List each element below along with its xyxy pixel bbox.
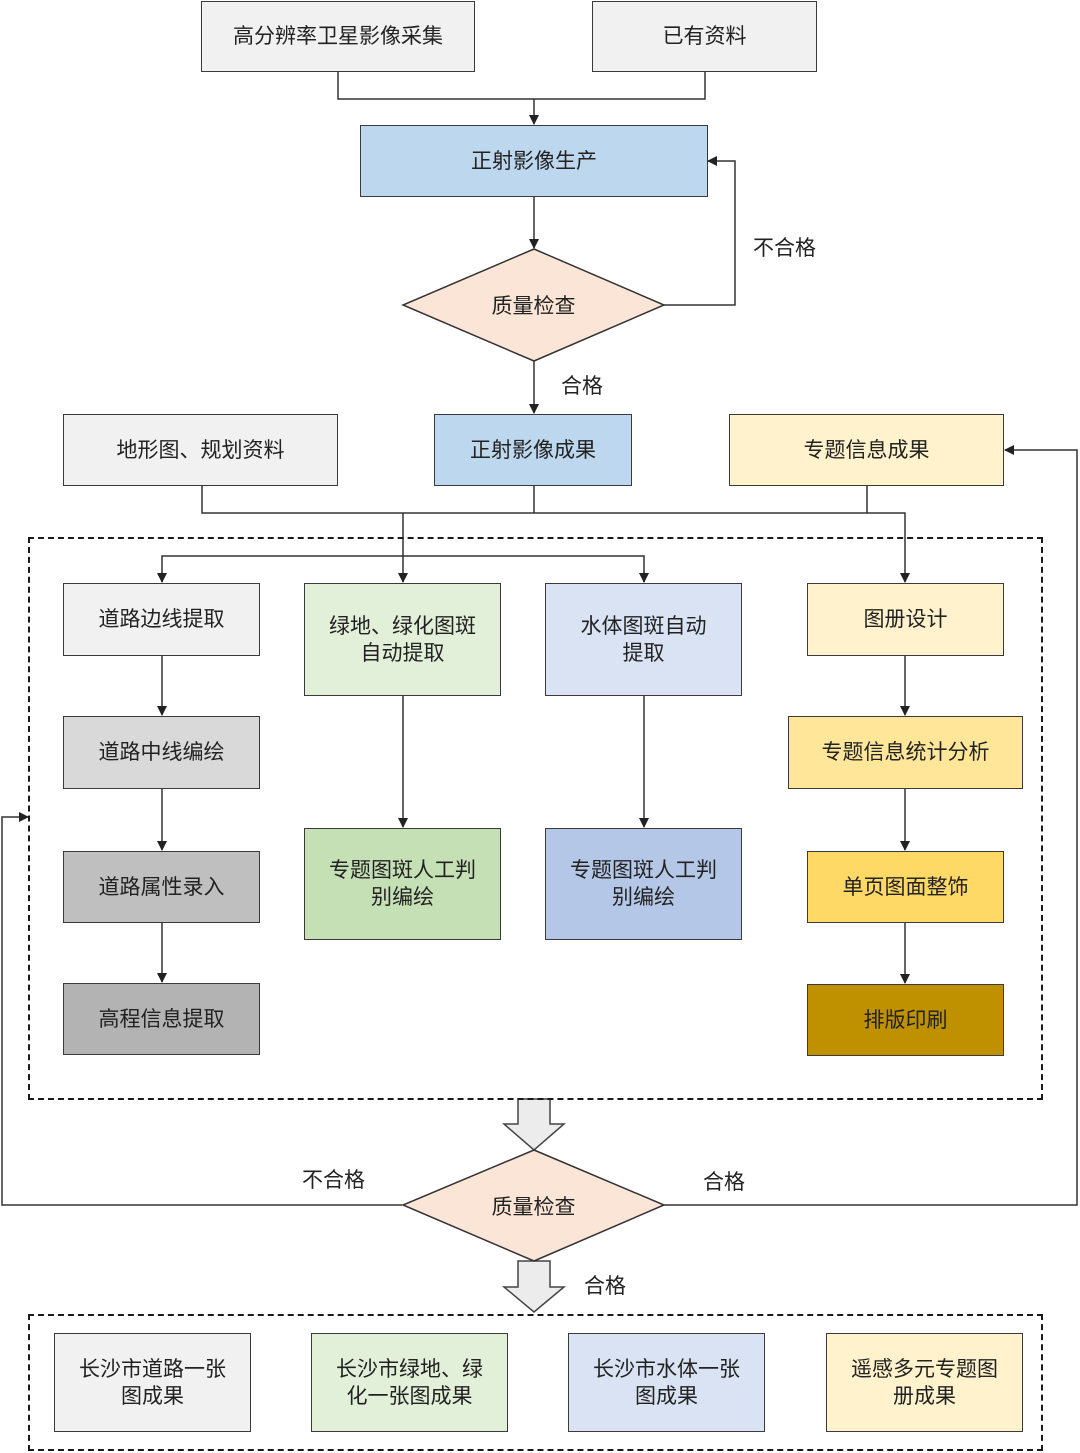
- output-green-box: 长沙市绿地、绿化一张图成果: [311, 1333, 508, 1432]
- fail-label-2: 不合格: [302, 1168, 365, 1192]
- output-water-box: 长沙市水体一张图成果: [568, 1333, 765, 1432]
- water-manual-box: 专题图斑人工判别编绘: [545, 828, 742, 940]
- road-attribute-box: 道路属性录入: [63, 851, 260, 923]
- atlas-analysis-box: 专题信息统计分析: [788, 716, 1023, 789]
- water-auto-box: 水体图斑自动提取: [545, 583, 742, 696]
- atlas-print-box: 排版印刷: [807, 984, 1004, 1056]
- green-manual-box: 专题图斑人工判别编绘: [304, 828, 501, 940]
- processing-group-border: [28, 537, 1043, 1100]
- road-edge-box: 道路边线提取: [63, 583, 260, 656]
- input-satellite-box: 高分辨率卫星影像采集: [201, 1, 475, 72]
- connector-qc2-pass-loop: [664, 445, 1078, 1206]
- atlas-design-box: 图册设计: [807, 583, 1004, 656]
- block-arrow-to-outputs: [501, 1260, 567, 1313]
- input-existing-box: 已有资料: [592, 1, 817, 72]
- output-road-box: 长沙市道路一张图成果: [54, 1333, 251, 1432]
- connector-inputs-merge: [337, 72, 706, 100]
- thematic-result-box: 专题信息成果: [729, 414, 1004, 486]
- connector-branch-bar: [161, 555, 645, 582]
- outputs-group-border: [28, 1314, 1043, 1451]
- output-atlas-box: 遥感多元专题图册成果: [826, 1333, 1023, 1432]
- ortho-production-box: 正射影像生产: [360, 125, 708, 197]
- pass-label-2: 合格: [703, 1170, 745, 1194]
- quality-check-2-label: 质量检查: [491, 1194, 576, 1219]
- quality-check-1-label: 质量检查: [491, 294, 576, 318]
- green-auto-box: 绿地、绿化图斑自动提取: [304, 583, 501, 696]
- connector-qc1-fail-loop: [664, 156, 736, 306]
- road-elevation-box: 高程信息提取: [63, 983, 260, 1055]
- connector-to-atlas-design: [867, 512, 910, 583]
- pass-label-3: 合格: [584, 1274, 626, 1298]
- road-centerline-box: 道路中线编绘: [63, 716, 260, 789]
- terrain-planning-box: 地形图、规划资料: [63, 414, 338, 486]
- block-arrow-to-qc2: [501, 1098, 567, 1151]
- connector-qc2-fail-loop: [1, 812, 402, 1206]
- ortho-result-box: 正射影像成果: [434, 414, 632, 486]
- pass-label-1: 合格: [561, 374, 603, 398]
- fail-label-1: 不合格: [753, 236, 816, 260]
- quality-check-2-diamond: [401, 1149, 666, 1262]
- atlas-layout-box: 单页图面整饰: [807, 851, 1004, 923]
- quality-check-1-diamond: [401, 248, 666, 362]
